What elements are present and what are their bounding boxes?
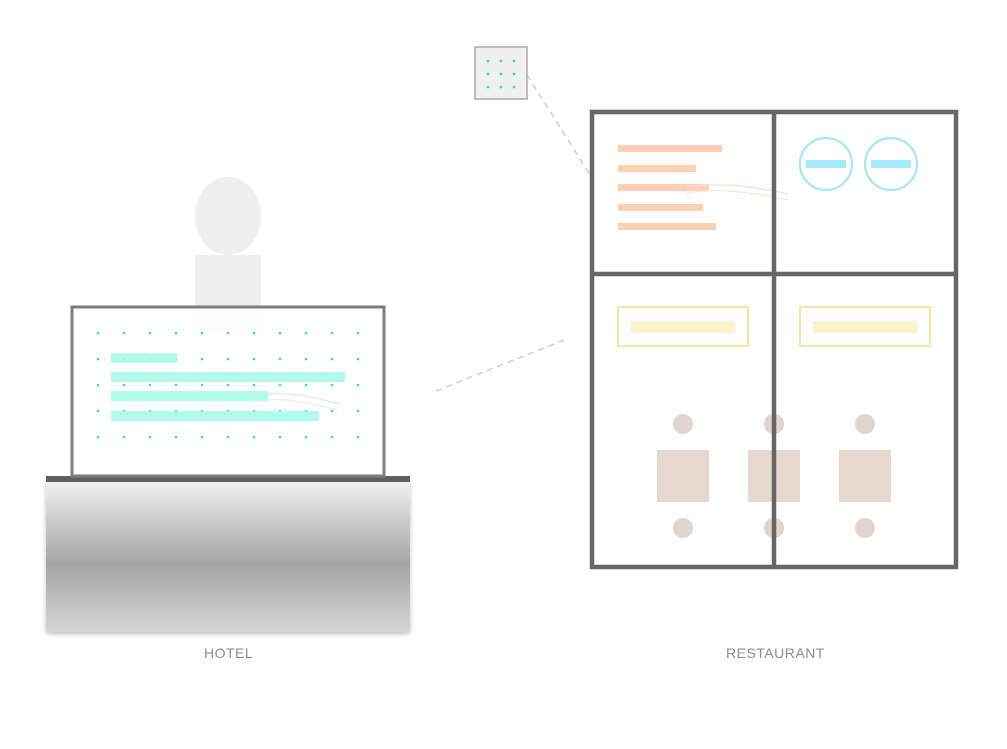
- screen-dot: [174, 435, 178, 439]
- table-with-chairs-icon: [839, 414, 891, 538]
- screen-dot: [356, 435, 360, 439]
- screen-dot: [226, 331, 230, 335]
- floorplan-frame: [589, 109, 959, 570]
- screen-dot: [200, 357, 204, 361]
- sensor-dot: [512, 85, 516, 89]
- sign-panel-icon: [799, 306, 931, 347]
- restaurant-label: RESTAURANT: [726, 645, 825, 661]
- screen-dot: [226, 383, 230, 387]
- connector-lines: [435, 74, 593, 392]
- screen-dot: [174, 383, 178, 387]
- sensor-dot: [499, 72, 503, 76]
- screen-dot: [148, 383, 152, 387]
- screen-dot: [356, 331, 360, 335]
- sensor-dot: [499, 59, 503, 63]
- screen-dot: [96, 357, 100, 361]
- screen-dot: [200, 331, 204, 335]
- screen-dot: [304, 331, 308, 335]
- screen-dot: [356, 357, 360, 361]
- screen-dot: [174, 331, 178, 335]
- screen-dot: [330, 383, 334, 387]
- screen-dot: [304, 435, 308, 439]
- screen-dot: [200, 435, 204, 439]
- dot-grid-sensor-icon: [474, 46, 528, 100]
- screen-dot: [278, 383, 282, 387]
- reception-desk-icon: [46, 476, 410, 632]
- hotel-scene: [46, 177, 410, 632]
- screen-dot: [330, 435, 334, 439]
- sensor-dot: [486, 59, 490, 63]
- screen-dot: [252, 383, 256, 387]
- screen-dot: [278, 357, 282, 361]
- menu-lines-icon: [618, 145, 789, 230]
- connector-sensor-to-restaurant: [526, 74, 593, 179]
- sensor-dot: [512, 72, 516, 76]
- screen-text-line: [111, 353, 177, 363]
- plate-icon: [798, 136, 854, 192]
- screen-dot: [252, 357, 256, 361]
- connector-hotel-to-restaurant: [435, 339, 565, 392]
- screen-dot: [330, 409, 334, 413]
- screen-dot: [330, 357, 334, 361]
- screen-dot: [122, 383, 126, 387]
- screen-dot: [148, 331, 152, 335]
- screen-dot: [122, 435, 126, 439]
- restaurant-floorplan-icon: [589, 109, 959, 570]
- menu-glare-curve: [685, 184, 789, 195]
- screen-dot: [226, 435, 230, 439]
- screen-dot: [278, 331, 282, 335]
- screen-dot: [148, 435, 152, 439]
- table-with-chairs-icon: [657, 414, 709, 538]
- sign-panel-icon: [617, 306, 749, 347]
- screen-dot: [96, 383, 100, 387]
- screen-text-line: [111, 372, 345, 382]
- screen-dot: [356, 383, 360, 387]
- screen-text-line: [111, 411, 319, 421]
- menu-glare-curve: [685, 190, 789, 201]
- screen-glare-curve: [267, 399, 339, 411]
- dotted-display-screen-icon: [70, 305, 386, 478]
- screen-dot: [356, 409, 360, 413]
- sensor-dot: [486, 72, 490, 76]
- screen-glare-curve: [267, 393, 341, 405]
- screen-dot: [96, 331, 100, 335]
- screen-dot: [226, 357, 230, 361]
- screen-dot: [304, 383, 308, 387]
- screen-dot: [252, 435, 256, 439]
- plate-icon: [863, 136, 919, 192]
- screen-dot: [200, 383, 204, 387]
- sensor-dot: [486, 85, 490, 89]
- sensor-dot: [512, 59, 516, 63]
- screen-dot: [304, 357, 308, 361]
- screen-dot: [122, 331, 126, 335]
- screen-dot: [278, 435, 282, 439]
- hotel-label: HOTEL: [204, 645, 254, 661]
- sensor-dot-grid: [486, 59, 516, 89]
- screen-dot: [330, 331, 334, 335]
- screen-dot: [252, 331, 256, 335]
- screen-dot: [96, 435, 100, 439]
- screen-text-line: [111, 391, 268, 401]
- screen-dot: [96, 409, 100, 413]
- sensor-dot: [499, 85, 503, 89]
